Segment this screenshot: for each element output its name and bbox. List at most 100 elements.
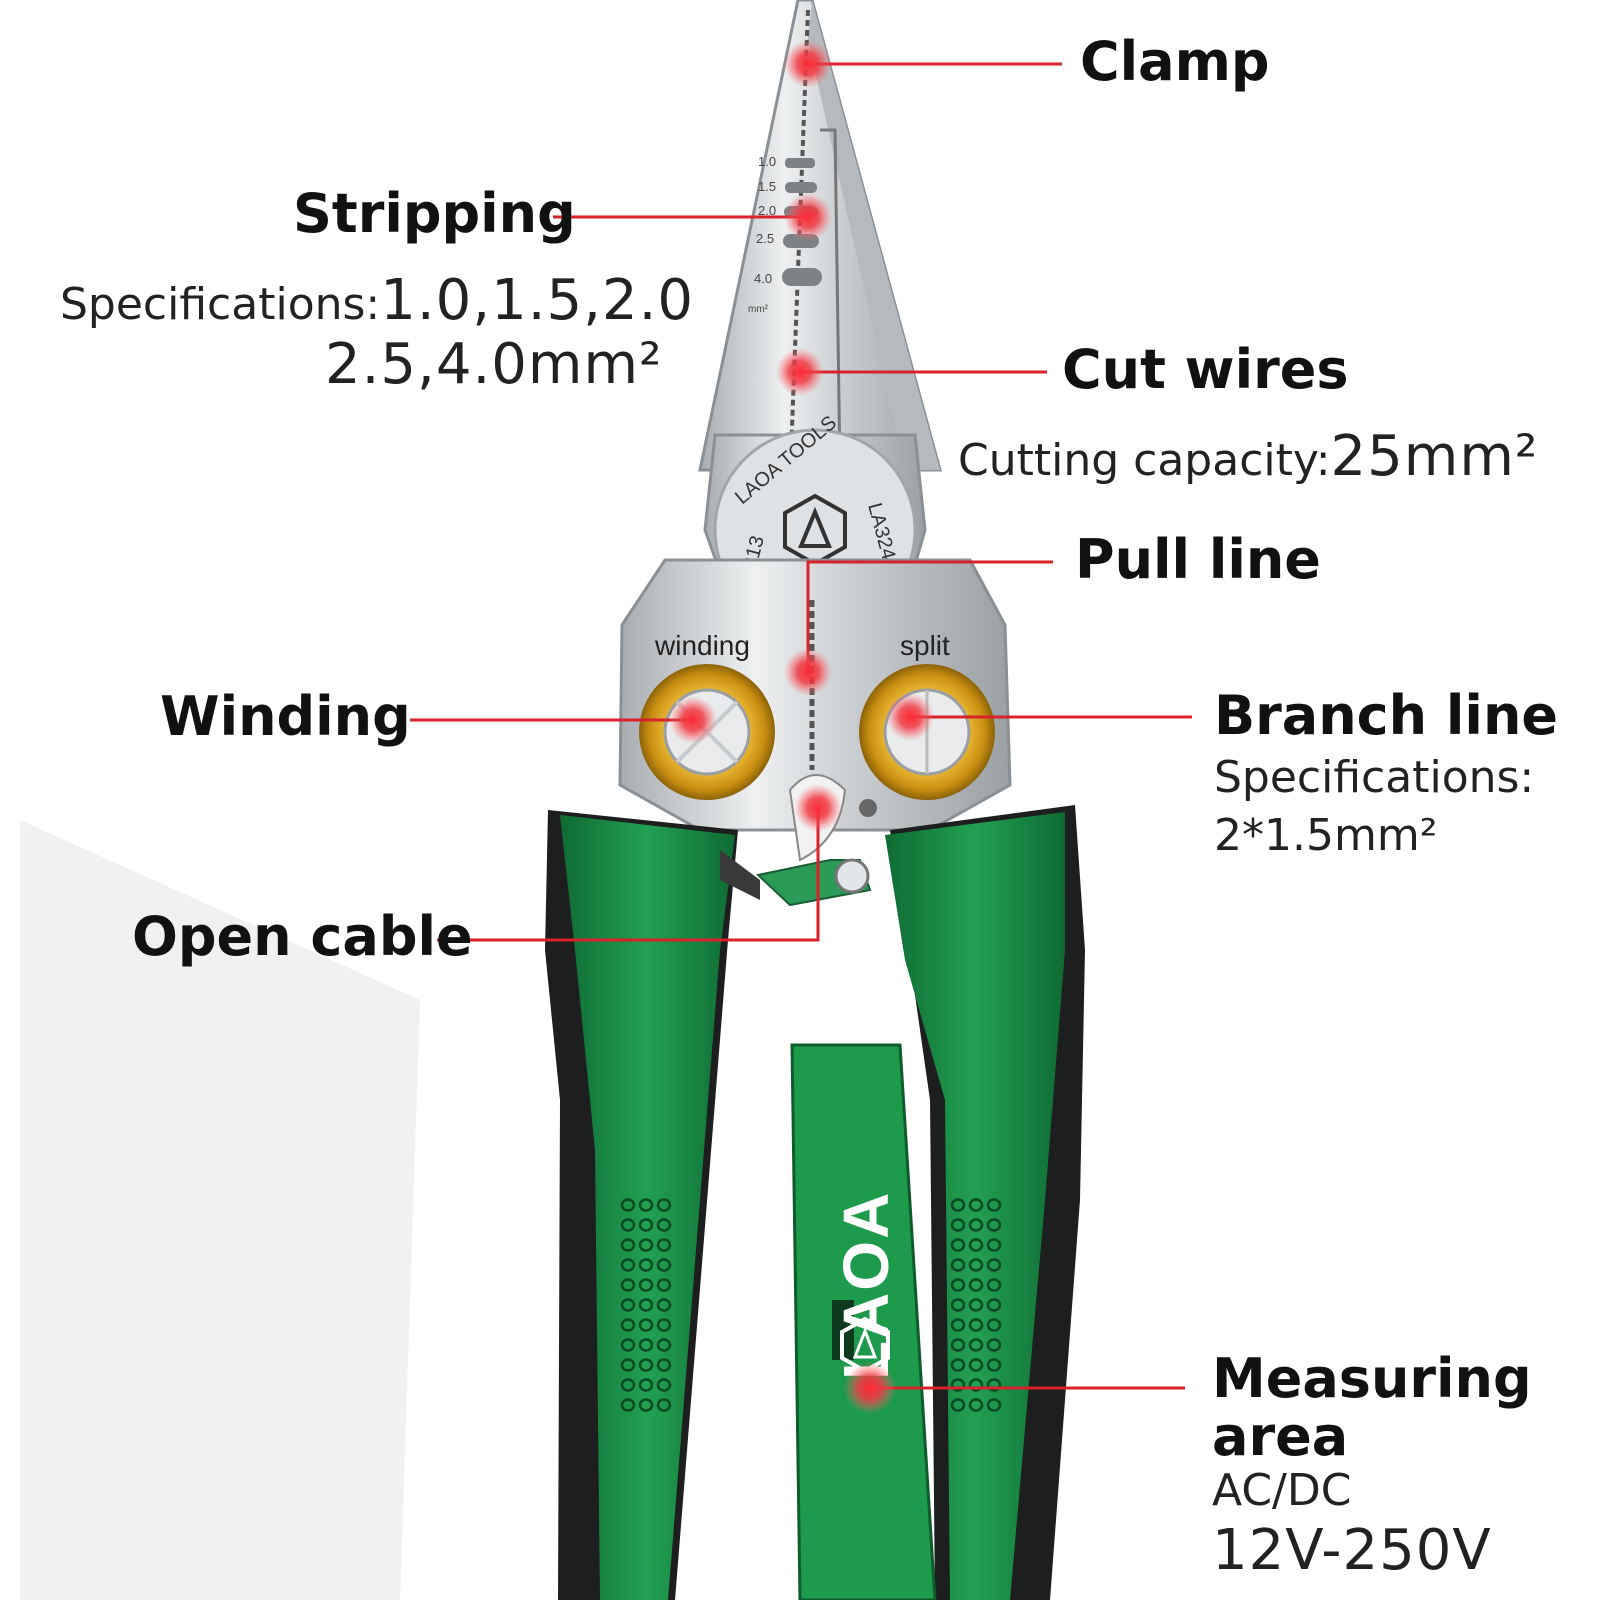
split-hole-label: split [900,630,950,661]
grip-dot [656,1318,672,1332]
grip-dot [968,1258,984,1272]
grip-dot [950,1318,966,1332]
grip-dot [950,1218,966,1232]
grip-dot [656,1298,672,1312]
marker-dot [794,784,842,832]
grip-dot [950,1258,966,1272]
measuring-area-label-1: Measuring [1212,1347,1532,1410]
grip-dot [968,1238,984,1252]
grip-dot [968,1318,984,1332]
grip-dot [620,1298,636,1312]
grip-dot [986,1238,1002,1252]
grip-dot [968,1298,984,1312]
grip-dot [620,1278,636,1292]
markers [669,40,934,1414]
grip-dot [986,1198,1002,1212]
winding-hole-label: winding [654,630,750,661]
left-handle [545,810,760,1600]
clamp-label: Clamp [1080,30,1270,93]
grip-dot [656,1278,672,1292]
grip-dot [986,1358,1002,1372]
grip-dot [656,1398,672,1412]
grip-dot [986,1298,1002,1312]
grip-dot [620,1338,636,1352]
grip-dot [620,1378,636,1392]
grip-dot [620,1258,636,1272]
marker-dot [784,648,832,696]
measuring-area-label-2: area [1212,1405,1349,1468]
strip-scale-label: mm² [748,304,769,315]
grip-dot [656,1338,672,1352]
grip-dot [638,1198,654,1212]
strip-scale-label: 2.5 [756,231,774,246]
grip-dot [986,1378,1002,1392]
grip-dot [968,1358,984,1372]
open-cable-label: Open cable [132,905,473,968]
grip-dot [656,1238,672,1252]
grip-dot [950,1278,966,1292]
grip-dot [620,1318,636,1332]
latch-screw-icon [834,858,870,894]
grip-dot [620,1358,636,1372]
pull-line-line [806,560,1053,672]
grip-dot [968,1218,984,1232]
winding-label: Winding [160,685,411,748]
stripping-spec-values-2: 2.5,4.0mm² [325,332,663,397]
cutting-capacity: Cutting capacity:25mm² [958,424,1538,489]
measuring-acdc: AC/DC [1212,1465,1352,1516]
branch-spec-label: Specifications: [1214,752,1535,803]
strip-scale-label: 2.0 [758,203,776,218]
callout-lines [410,62,1192,1390]
grip-dot [638,1338,654,1352]
grip-dot [638,1238,654,1252]
grip-dot [950,1358,966,1372]
marker-dot [844,1362,896,1414]
grip-dot [638,1378,654,1392]
grip-dot [986,1278,1002,1292]
grip-dot [656,1358,672,1372]
grip-dot [638,1358,654,1372]
stripping-label: Stripping [293,182,576,245]
grip-dot [638,1398,654,1412]
grip-dot [968,1198,984,1212]
marker-dot [886,693,934,741]
grip-dot [968,1338,984,1352]
grip-dot [620,1238,636,1252]
grip-dot [638,1258,654,1272]
grip-dot [986,1318,1002,1332]
grip-dot [620,1198,636,1212]
cut-wires-label: Cut wires [1062,338,1349,401]
stripping-spec-label: Specifications: [60,279,381,330]
grip-dot [656,1218,672,1232]
grip-dot [950,1398,966,1412]
grip-dot [950,1198,966,1212]
marker-dot [784,40,832,88]
grip-dot [986,1258,1002,1272]
cutting-capacity-value: 25mm² [1330,424,1539,489]
strip-scale-label: 4.0 [754,271,772,286]
grip-dot [986,1338,1002,1352]
grip-dot [968,1278,984,1292]
grip-dot [638,1278,654,1292]
strip-scale-label: 1.0 [758,154,776,169]
strip-scale-label: 1.5 [758,179,776,194]
grip-dot [638,1318,654,1332]
measuring-voltage: 12V-250V [1212,1518,1492,1583]
branch-spec-value: 2*1.5mm² [1214,810,1438,861]
grip-dot [968,1378,984,1392]
grip-dot [950,1298,966,1312]
background-shade [20,820,420,1600]
grip-dot [638,1298,654,1312]
open-cable-line [437,808,820,942]
grip-dot [986,1398,1002,1412]
cutting-capacity-label: Cutting capacity: [958,435,1331,486]
grip-dot [968,1398,984,1412]
stripping-spec: Specifications:1.0,1.5,2.0 [60,268,694,333]
grip-dots [620,1198,1002,1412]
grip-dot [656,1258,672,1272]
marker-dot [784,193,832,241]
grip-dot [950,1238,966,1252]
grip-dot [620,1398,636,1412]
